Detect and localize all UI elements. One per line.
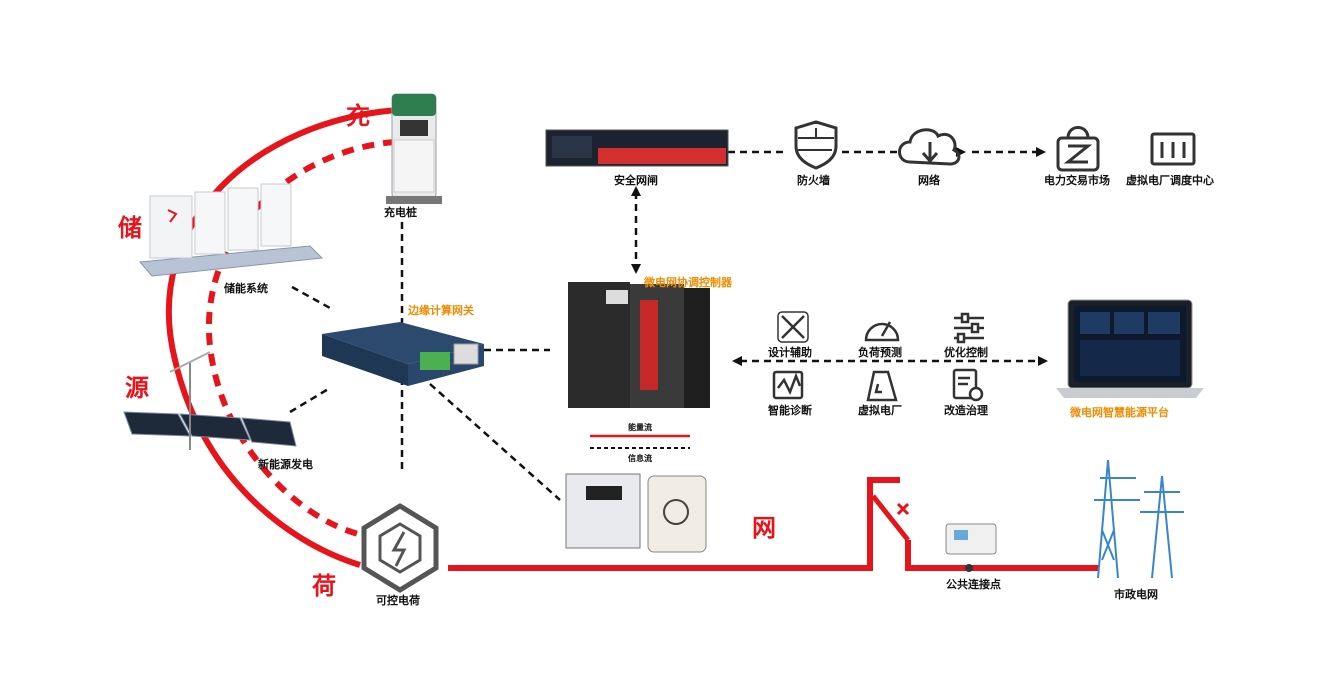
gateway-label: 边缘计算网关 <box>407 303 474 317</box>
platform-label: 微电网智慧能源平台 <box>1069 405 1169 419</box>
charger-image <box>386 93 442 204</box>
function-label-3: 优化控制 <box>944 345 988 359</box>
security-gateway-label: 安全网闸 <box>614 173 658 187</box>
controller-image <box>568 282 710 408</box>
pcc-label: 公共连接点 <box>946 577 1001 591</box>
function-label-2: 负荷预测 <box>858 345 902 359</box>
label-yuan: 源 <box>125 374 149 402</box>
label-chong: 充 <box>346 102 370 130</box>
legend-energy-label: 能量流 <box>628 422 652 432</box>
gauge-icon <box>864 321 900 342</box>
label-chu: 储 <box>118 214 142 242</box>
firewall-label: 防火墙 <box>797 173 830 187</box>
platform-laptop-image <box>1056 299 1204 398</box>
label-he: 荷 <box>312 572 336 600</box>
switch-blade <box>871 494 910 542</box>
switch-contact <box>896 502 910 516</box>
label-wang: 网 <box>752 514 776 542</box>
outer-energy-arc <box>166 107 399 568</box>
grid-tower-icons <box>1094 459 1184 579</box>
grid-line <box>905 540 1098 571</box>
load-icon <box>361 503 439 593</box>
pcc-meter-image <box>945 523 997 572</box>
function-label-6: 改造治理 <box>944 403 988 417</box>
energy-flow-lines <box>166 107 1098 571</box>
function-label-4: 智能诊断 <box>768 403 812 417</box>
storage-image <box>138 183 324 277</box>
security-gateway-image <box>545 129 729 167</box>
load-label: 可控电荷 <box>376 593 420 607</box>
storage-label: 储能系统 <box>224 281 268 295</box>
market-bag-icon <box>1056 126 1100 172</box>
solar-image <box>123 351 297 450</box>
network-label: 网络 <box>918 173 940 187</box>
inner-energy-arc-dashed <box>205 139 396 538</box>
info-arrowheads <box>631 147 1048 366</box>
function-label-1: 设计辅助 <box>768 345 812 359</box>
info-flow-lines <box>289 150 1040 501</box>
market-label: 电力交易市场 <box>1044 173 1110 187</box>
meter-image <box>565 473 707 553</box>
factory-icon <box>866 370 898 402</box>
controller-label: 微电网协调控制器 <box>643 275 733 289</box>
legend: 能量流 信息流 <box>590 422 690 463</box>
grid-label: 市政电网 <box>1114 587 1158 601</box>
vpp-center-icon <box>1150 132 1196 166</box>
info-gateway-meter <box>429 383 561 501</box>
diagnosis-chart-icon <box>772 370 804 400</box>
sliders-icon <box>954 312 984 344</box>
main-bus-line <box>448 477 900 571</box>
info-storage-gateway <box>291 285 331 310</box>
function-label-5: 虚拟电厂 <box>858 403 902 417</box>
network-cloud-icon <box>898 128 961 166</box>
charger-label: 充电桩 <box>384 205 417 219</box>
vpp-center-label: 虚拟电厂调度中心 <box>1126 173 1214 187</box>
document-gear-icon <box>952 368 984 402</box>
gateway-image <box>322 322 484 386</box>
design-tools-icon <box>777 311 809 343</box>
solar-label: 新能源发电 <box>258 457 313 471</box>
legend-info-label: 信息流 <box>628 453 652 463</box>
info-solar-gateway <box>289 386 331 414</box>
function-icons <box>772 311 984 402</box>
firewall-icon <box>794 120 838 170</box>
